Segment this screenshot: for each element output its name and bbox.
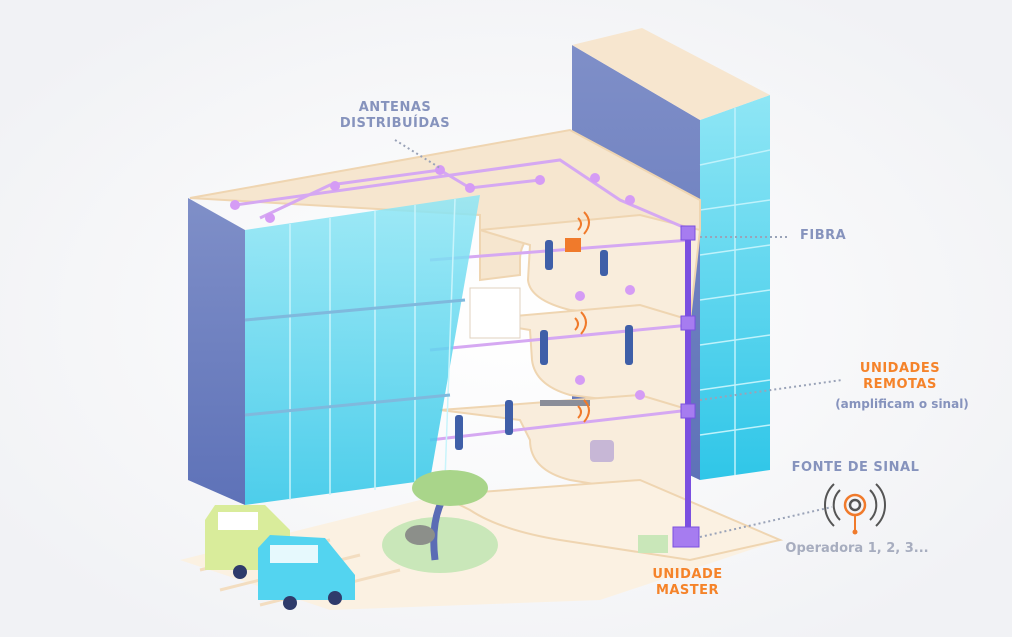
remote-unit	[680, 403, 696, 419]
remote-units-note: (amplificam o sinal)	[835, 397, 969, 411]
master-unit-line1: UNIDADE	[652, 567, 723, 582]
leader-lines	[394, 139, 843, 538]
master-unit-label: UNIDADE MASTER	[640, 567, 735, 599]
antennas-label: ANTENAS DISTRIBUÍDAS	[330, 100, 460, 132]
remote-unit	[680, 315, 696, 331]
antennas-label-line1: ANTENAS	[358, 100, 432, 115]
operators-label: Operadora 1, 2, 3...	[785, 541, 929, 556]
antenna-network	[234, 158, 691, 442]
signal-source-label: FONTE DE SINAL	[791, 460, 920, 475]
master-unit	[672, 526, 700, 548]
remote-units-line1: UNIDADES	[859, 361, 941, 376]
equipment-box	[638, 535, 668, 553]
remote-units-label: UNIDADES REMOTAS	[840, 361, 960, 393]
antenna-signal-icon	[824, 483, 886, 535]
fiber-label: FIBRA	[800, 228, 847, 243]
wifi-icon	[574, 211, 590, 423]
car	[258, 535, 355, 610]
left-glass-block	[188, 195, 480, 505]
antennas-label-line2: DISTRIBUÍDAS	[339, 116, 451, 131]
master-unit-line2: MASTER	[655, 583, 720, 598]
antenna-nodes	[230, 165, 645, 400]
tree	[382, 470, 498, 573]
remote-units-line2: REMOTAS	[863, 377, 937, 392]
office-people	[455, 238, 633, 462]
remote-unit	[680, 225, 696, 241]
